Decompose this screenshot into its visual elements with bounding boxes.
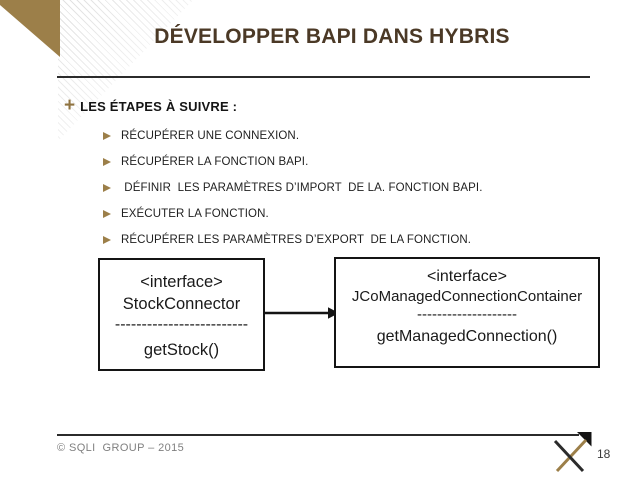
list-item: EXÉCUTER LA FONCTION. xyxy=(103,201,483,227)
arrowhead-bullet-icon xyxy=(103,236,111,244)
uml-box-stockconnector: <interface> StockConnector -------------… xyxy=(98,258,265,371)
step-label: EXÉCUTER LA FONCTION. xyxy=(121,208,269,220)
steps-list: RÉCUPÉRER UNE CONNEXION. RÉCUPÉRER LA FO… xyxy=(103,123,483,253)
arrowhead-bullet-icon xyxy=(103,132,111,140)
steps-heading-label: LES ÉTAPES À SUIVRE : xyxy=(80,99,238,114)
arrowhead-bullet-icon xyxy=(103,184,111,192)
list-item: RÉCUPÉRER LA FONCTION BAPI. xyxy=(103,149,483,175)
arrowhead-bullet-icon xyxy=(103,210,111,218)
uml-box-jcomanagedconnectioncontainer: <interface> JCoManagedConnectionContaine… xyxy=(334,257,600,368)
stereotype-label: <interface> xyxy=(426,268,508,285)
method-label: getStock() xyxy=(143,341,220,359)
sqli-x-logo-icon xyxy=(553,432,592,473)
list-item: RÉCUPÉRER LES PARAMÈTRES D’EXPORT DE LA … xyxy=(103,227,483,253)
plus-bullet-icon: + xyxy=(64,95,76,116)
title-divider-line xyxy=(57,76,590,78)
step-label: RÉCUPÉRER LA FONCTION BAPI. xyxy=(121,156,309,168)
steps-heading: + LES ÉTAPES À SUIVRE : xyxy=(64,95,238,116)
list-item: RÉCUPÉRER UNE CONNEXION. xyxy=(103,123,483,149)
step-label: DÉFINIR LES PARAMÈTRES D’IMPORT DE LA. F… xyxy=(121,182,483,194)
stereotype-label: <interface> xyxy=(140,273,223,291)
interface-name: JCoManagedConnectionContainer xyxy=(351,288,583,305)
right-arrow-connector-icon xyxy=(265,307,339,319)
list-item: DÉFINIR LES PARAMÈTRES D’IMPORT DE LA. F… xyxy=(103,175,483,201)
step-label: RÉCUPÉRER LES PARAMÈTRES D’EXPORT DE LA … xyxy=(121,234,472,246)
copyright-text: © SQLI GROUP – 2015 xyxy=(57,442,185,454)
method-label: getManagedConnection() xyxy=(376,328,558,345)
step-label: RÉCUPÉRER UNE CONNEXION. xyxy=(121,130,300,142)
separator-dashes: ------------------------- xyxy=(114,316,249,333)
page-number: 18 xyxy=(597,447,611,461)
slide-title: DÉVELOPPER BAPI DANS HYBRIS xyxy=(154,25,510,48)
footer-divider-line xyxy=(57,434,579,436)
separator-dashes: -------------------- xyxy=(417,306,517,323)
interface-name: StockConnector xyxy=(122,295,241,313)
arrowhead-bullet-icon xyxy=(103,158,111,166)
